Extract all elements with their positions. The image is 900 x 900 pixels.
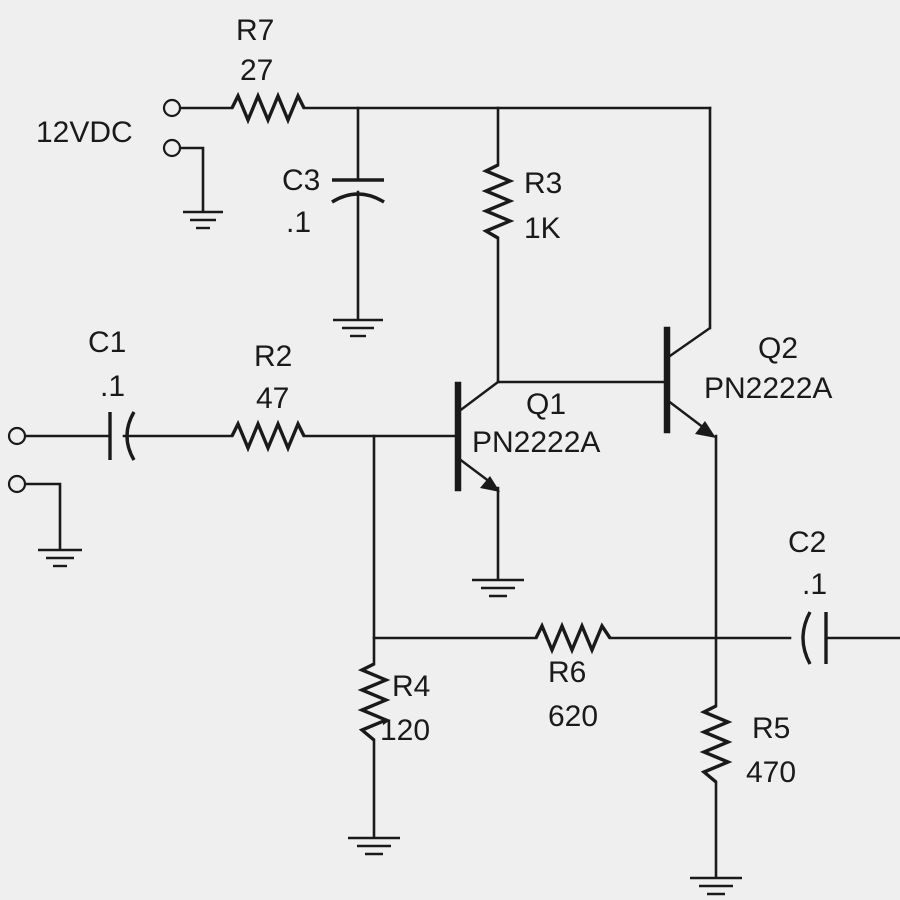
q1-part: PN2222A <box>472 426 600 459</box>
ground-symbol-input <box>38 548 82 568</box>
ground-symbol-supply <box>183 210 223 230</box>
resistor-r6 <box>534 621 612 655</box>
q2-ref: Q2 <box>758 332 798 365</box>
transistor-q1 <box>454 381 524 598</box>
input-signal-terminal <box>7 426 27 446</box>
c2-ref: C2 <box>788 526 826 559</box>
supply-ground-terminal <box>162 138 182 158</box>
q2-part: PN2222A <box>704 372 832 405</box>
ground-symbol-c3 <box>333 318 383 338</box>
r2-ref: R2 <box>254 340 292 373</box>
c1-value: .1 <box>100 370 125 403</box>
resistor-r4 <box>357 662 391 742</box>
supply-label: 12VDC <box>36 116 133 149</box>
q1-ref: Q1 <box>526 388 566 421</box>
r4-ref: R4 <box>392 670 430 703</box>
c1-ref: C1 <box>88 326 126 359</box>
resistor-r3 <box>481 163 515 240</box>
resistor-r2 <box>230 419 306 453</box>
r2-value: 47 <box>256 382 289 415</box>
input-ground-terminal <box>7 474 27 494</box>
input-terminals <box>7 426 110 568</box>
r3-ref: R3 <box>524 167 562 200</box>
ground-symbol-r5 <box>690 876 742 896</box>
capacitor-c3 <box>331 106 385 338</box>
resistor-r7 <box>230 91 306 125</box>
c2-value: .1 <box>802 568 827 601</box>
r5-value: 470 <box>746 756 796 789</box>
ground-symbol-r4 <box>348 836 400 856</box>
ground-symbol-q1 <box>472 578 524 598</box>
supply-terminals <box>162 98 234 230</box>
r3-value: 1K <box>524 212 561 245</box>
transistor-q2 <box>663 106 718 708</box>
c3-value: .1 <box>286 206 311 239</box>
c3-ref: C3 <box>282 164 320 197</box>
capacitor-c2 <box>801 611 900 665</box>
r4-value: 120 <box>380 714 430 747</box>
r6-value: 620 <box>548 700 598 733</box>
r5-ref: R5 <box>752 712 790 745</box>
supply-positive-terminal <box>162 98 182 118</box>
r6-ref: R6 <box>548 656 586 689</box>
r7-ref: R7 <box>236 14 274 47</box>
capacitor-c1 <box>108 411 234 461</box>
resistor-r5 <box>699 704 733 784</box>
r7-value: 27 <box>240 54 273 87</box>
